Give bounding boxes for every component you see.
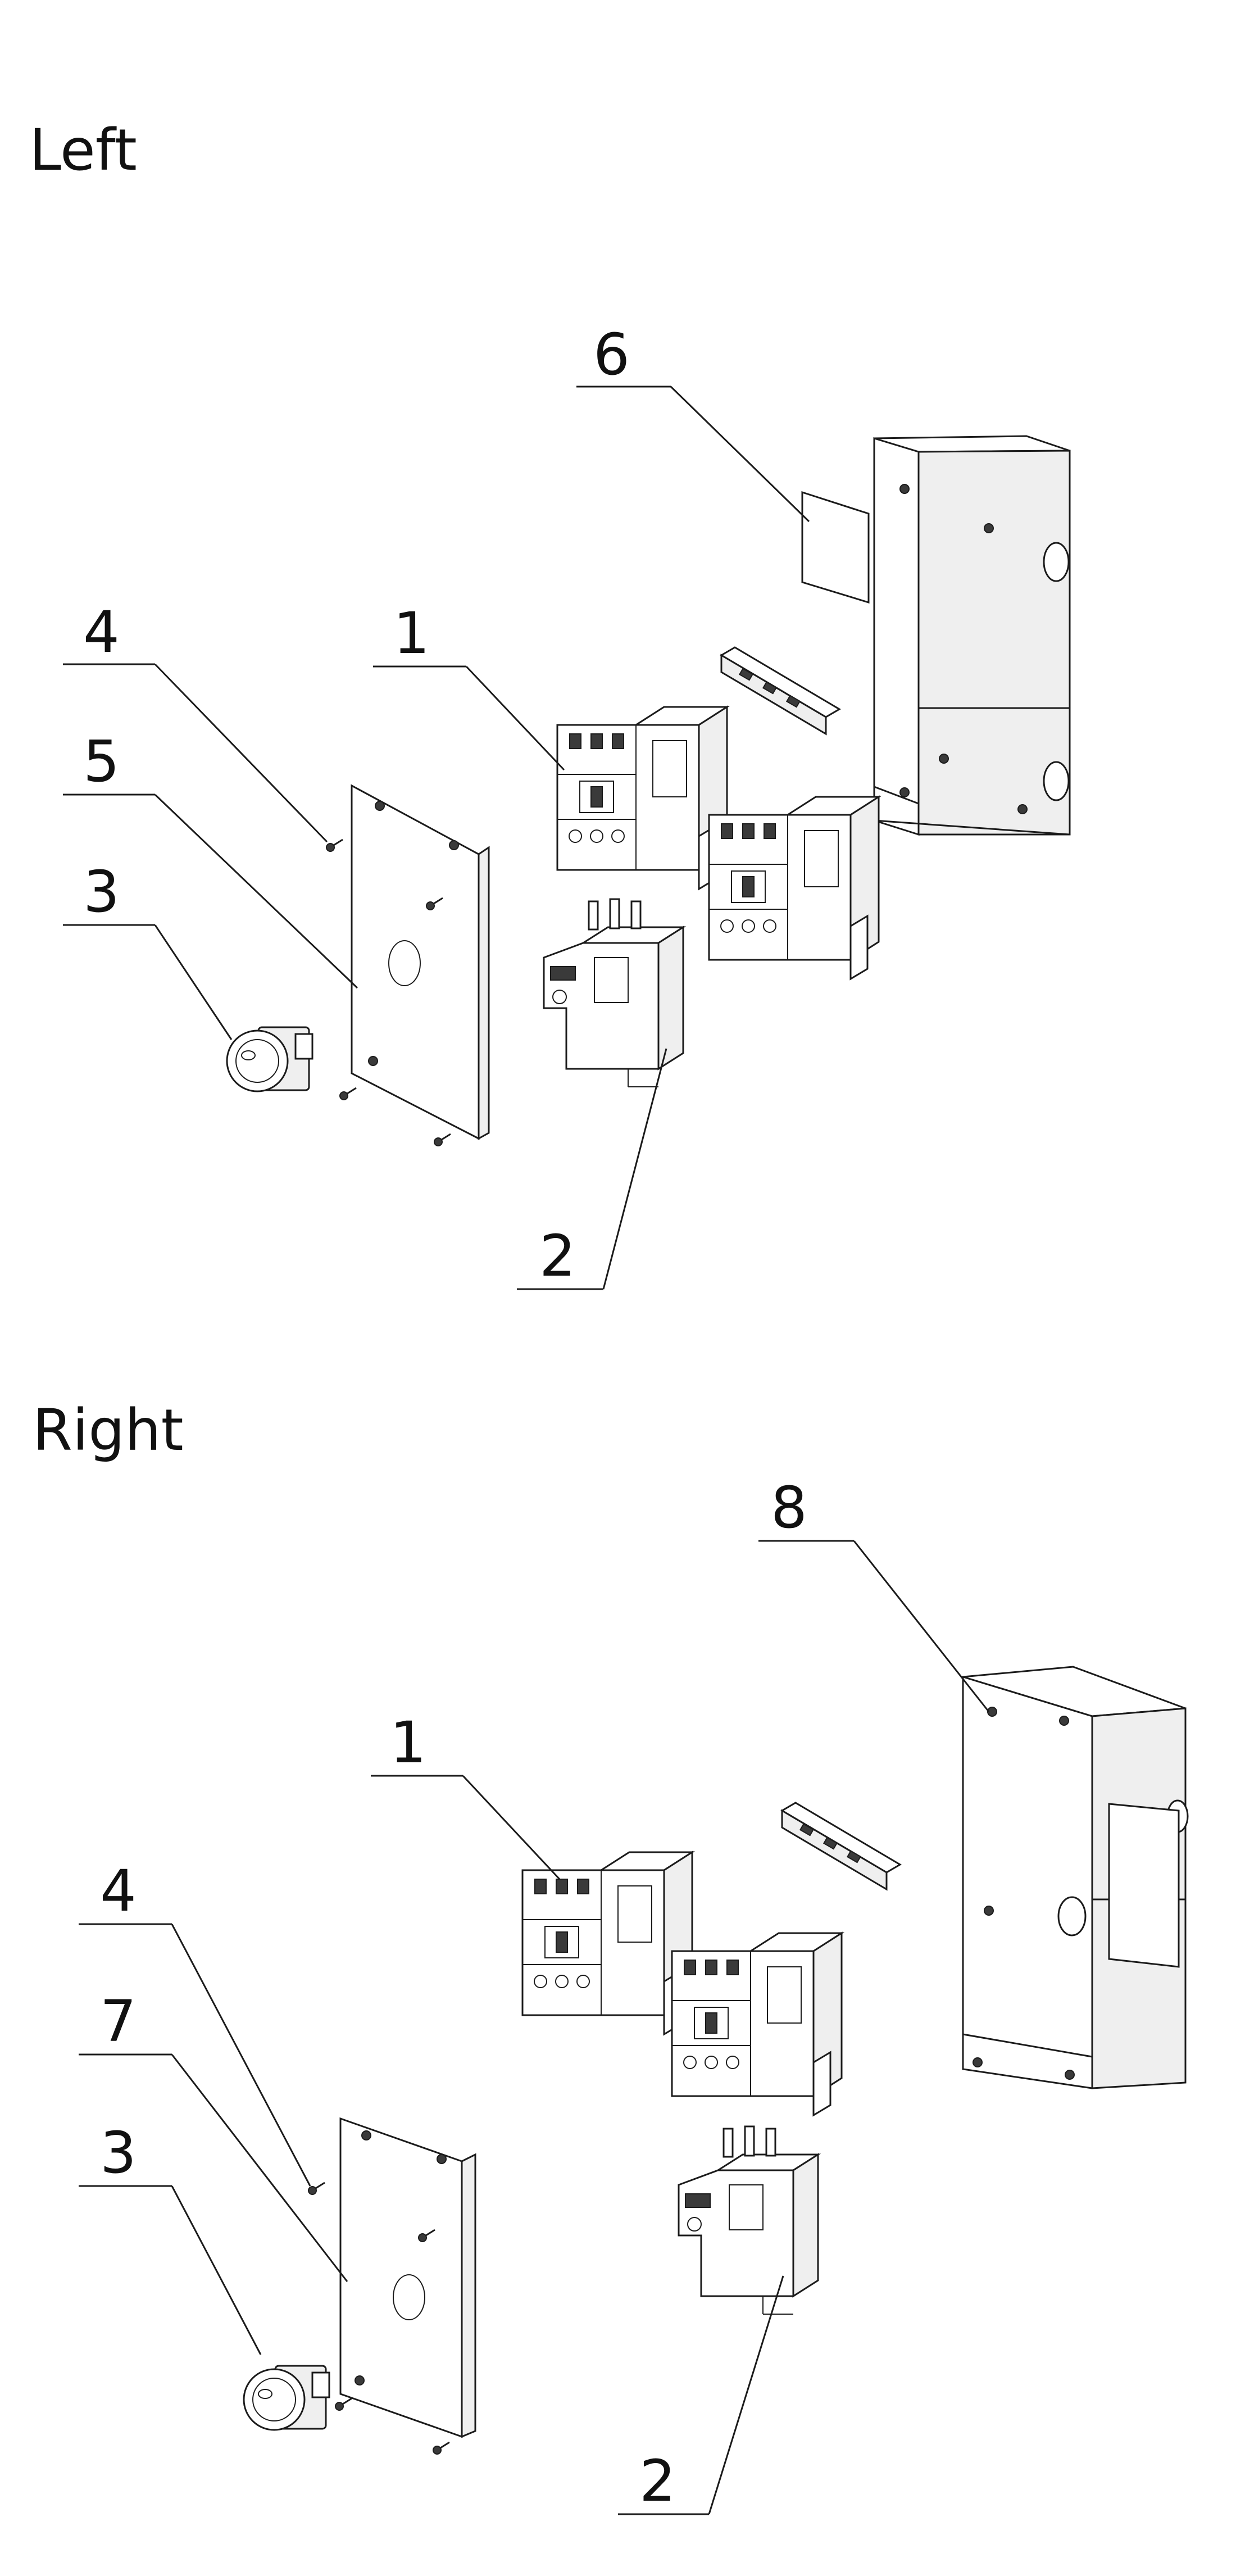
callout-left-1: 1 [373, 600, 565, 771]
screw-left-bottom [433, 1133, 452, 1147]
svg-text:1: 1 [390, 1709, 426, 1776]
callout-left-6: 6 [576, 321, 810, 523]
svg-text:8: 8 [771, 1475, 807, 1541]
svg-text:3: 3 [100, 2120, 137, 2187]
cover-plate-right [1108, 1803, 1180, 1968]
svg-text:7: 7 [100, 1988, 137, 2055]
svg-text:1: 1 [393, 600, 430, 667]
screw-right-low [334, 2397, 353, 2411]
contactor-left-lower [708, 796, 880, 980]
svg-text:2: 2 [639, 2448, 676, 2515]
screw-left-top [325, 838, 344, 852]
section-title-left: Left [29, 117, 137, 184]
din-rail-left [720, 646, 840, 735]
din-rail-right [781, 1802, 901, 1890]
relay-left [543, 898, 684, 1088]
contactor-left-upper [556, 706, 728, 890]
svg-text:6: 6 [593, 321, 630, 388]
push-button-right [243, 2365, 330, 2431]
section-title-right: Right [33, 1397, 184, 1464]
relay-right [678, 2125, 819, 2315]
svg-text:4: 4 [83, 599, 120, 666]
callout-right-1: 1 [371, 1709, 561, 1880]
svg-text:5: 5 [83, 728, 120, 795]
screw-right-bottom [432, 2441, 451, 2455]
svg-text:2: 2 [539, 1223, 576, 1290]
front-panel-right [339, 2117, 476, 2438]
callout-right-2: 2 [618, 2275, 784, 2515]
callout-right-7: 7 [79, 1988, 348, 2282]
svg-text:4: 4 [100, 1858, 137, 1925]
cover-plate-left [801, 491, 870, 604]
contactor-right-lower [671, 1932, 843, 2116]
front-panel-left [351, 784, 490, 1140]
screw-right-top [307, 2182, 326, 2196]
svg-text:3: 3 [83, 859, 120, 926]
callout-left-2: 2 [517, 1048, 667, 1290]
callout-right-3: 3 [79, 2120, 262, 2355]
enclosure-left [873, 435, 1071, 836]
callout-right-4: 4 [79, 1858, 311, 2187]
callout-left-5: 5 [63, 728, 358, 989]
callout-left-4: 4 [63, 599, 328, 843]
contactor-right-upper [521, 1851, 693, 2035]
callout-left-3: 3 [63, 859, 233, 1040]
screw-left-low [339, 1087, 357, 1101]
callout-right-8: 8 [758, 1475, 990, 1712]
push-button-left [226, 1026, 313, 1092]
